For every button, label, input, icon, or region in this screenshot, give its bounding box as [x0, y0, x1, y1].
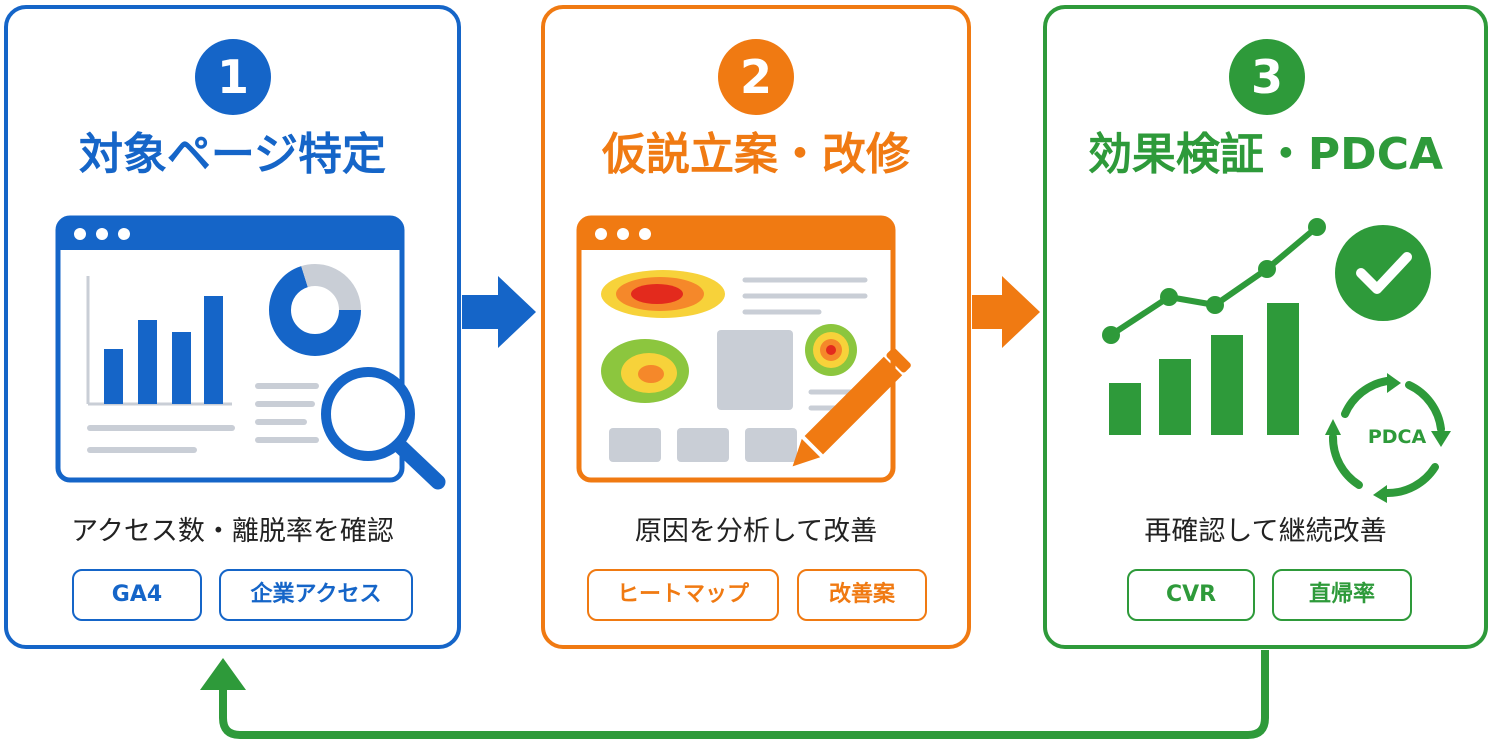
tag-corporate-access: 企業アクセス	[219, 569, 413, 621]
tag-heatmap: ヒートマップ	[587, 569, 779, 621]
step-description: 原因を分析して改善	[634, 516, 878, 547]
step-number-badge: 3	[1229, 39, 1305, 115]
heatmap-icon	[601, 270, 857, 403]
tag-improvement-plan: 改善案	[797, 569, 927, 621]
arrow-up-icon	[200, 658, 246, 690]
step-card-2: 2 仮説立案・改修	[541, 5, 971, 649]
analytics-illustration	[55, 215, 446, 490]
step-card-3: 3 効果検証・PDCA PDCA	[1043, 5, 1488, 649]
step-number-badge: 1	[195, 39, 271, 115]
pdca-label: PDCA	[1367, 426, 1427, 448]
step-title: 対象ページ特定	[78, 129, 387, 180]
growth-chart-icon	[1102, 218, 1326, 435]
cycle-arrows-icon	[1325, 373, 1451, 503]
step-card-1: 1 対象ページ特定 アクセ	[4, 5, 461, 649]
check-circle-icon	[1335, 225, 1431, 321]
arrow-right-icon	[462, 276, 536, 348]
heatmap-illustration	[576, 215, 911, 483]
tag-ga4: GA4	[72, 569, 202, 621]
magnifier-icon	[321, 367, 446, 490]
step-description: 再確認して継続改善	[1144, 516, 1387, 547]
step-title: 仮説立案・改修	[602, 129, 910, 180]
tag-bounce-rate: 直帰率	[1272, 569, 1412, 621]
step-description: アクセス数・離脱率を確認	[71, 516, 394, 547]
bar-chart-icon	[86, 276, 232, 406]
loop-back-arrow	[219, 650, 1269, 739]
donut-chart-icon	[269, 264, 361, 356]
step-title: 効果検証・PDCA	[1087, 129, 1444, 180]
arrow-right-icon	[972, 276, 1040, 348]
tag-cvr: CVR	[1127, 569, 1255, 621]
step-number-badge: 2	[718, 39, 794, 115]
verification-illustration	[1102, 218, 1451, 503]
